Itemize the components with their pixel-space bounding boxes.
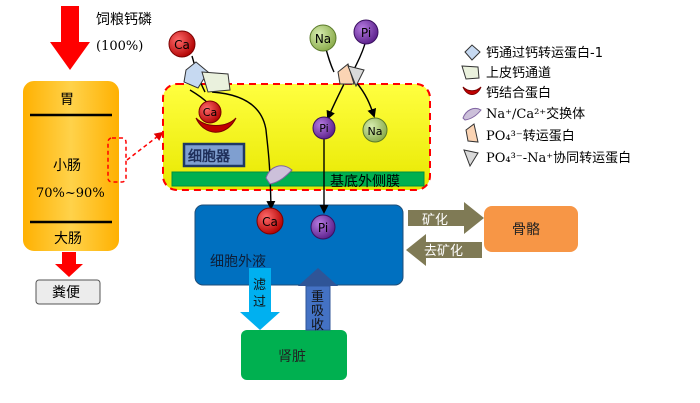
calbindin-icon <box>195 117 237 133</box>
po4-transporter-icon <box>465 123 479 143</box>
legend: 钙通过钙转运蛋白-1 上皮钙通道 钙结合蛋白 Na⁺/Ca²⁺交换体 PO₄³⁻… <box>461 44 631 168</box>
svg-text:上皮钙通道: 上皮钙通道 <box>486 66 551 81</box>
legend-item: PO₄³⁻-Na⁺协同转运蛋白 <box>463 149 631 168</box>
filtration-arrow <box>240 268 280 330</box>
ca-ion-ecf: Ca <box>256 207 284 235</box>
legend-item: PO₄³⁻转运蛋白 <box>465 123 575 144</box>
feed-label: 饲粮钙磷 <box>96 12 152 28</box>
small-intestine-label: 小肠 <box>53 158 81 174</box>
epithelial-ca-channel-icon <box>461 65 480 80</box>
filtration-label-2: 过 <box>253 295 266 310</box>
po4-na-cotransporter-icon <box>463 149 479 168</box>
feces-box <box>35 279 101 305</box>
basolateral-label: 基底外侧膜 <box>330 173 400 190</box>
bone-label: 骨骼 <box>512 222 540 238</box>
kidney-label: 肾脏 <box>278 349 306 365</box>
large-intestine-label: 大肠 <box>54 231 82 247</box>
absorption-percent: 70%~90% <box>36 186 105 201</box>
svg-text:Pi: Pi <box>361 26 371 40</box>
svg-text:Ca: Ca <box>262 215 278 229</box>
po4-na-cotransporter-icon <box>347 65 365 88</box>
legend-item: 钙通过钙转运蛋白-1 <box>464 44 603 61</box>
basolateral-membrane <box>171 171 425 187</box>
legend-item: Na⁺/Ca²⁺交换体 <box>462 106 585 122</box>
feed-percent: (100%) <box>96 39 143 54</box>
na-to-cytosol-path <box>355 81 377 118</box>
feces-label: 粪便 <box>52 285 80 301</box>
na-ion-apical: Na <box>309 24 337 52</box>
feces-arrow <box>55 252 83 277</box>
reabsorption-label-2: 吸 <box>311 304 324 319</box>
svg-text:Na⁺/Ca²⁺交换体: Na⁺/Ca²⁺交换体 <box>486 106 585 122</box>
zoom-connector <box>126 131 164 161</box>
extracellular-fluid <box>194 204 404 286</box>
stomach-label: 胃 <box>60 92 74 108</box>
svg-text:Pi: Pi <box>318 221 328 235</box>
na-ca-exchanger-icon <box>462 107 482 121</box>
reabsorption-label-3: 收 <box>311 318 324 333</box>
svg-text:Na: Na <box>368 125 383 138</box>
gut-column <box>21 79 121 253</box>
legend-item: 钙结合蛋白 <box>462 85 551 101</box>
ca-transport-protein-icon <box>464 44 481 61</box>
reabsorption-label-1: 重 <box>311 289 324 305</box>
bone-box <box>484 206 578 252</box>
filtration-label-1: 滤 <box>253 278 266 293</box>
pi-ion-apical: Pi <box>353 19 379 45</box>
organelle-box <box>182 142 246 168</box>
svg-text:Na: Na <box>315 32 331 46</box>
na-ca-exchanger-icon <box>265 165 293 185</box>
demineralization-label: 去矿化 <box>424 244 463 259</box>
pi-ion-cytosol: Pi <box>312 116 336 140</box>
svg-text:PO₄³⁻转运蛋白: PO₄³⁻转运蛋白 <box>486 128 575 144</box>
organelle-label: 细胞器 <box>188 148 231 165</box>
svg-text:钙通过钙转运蛋白-1: 钙通过钙转运蛋白-1 <box>486 45 603 61</box>
mineralization-arrow <box>408 202 484 234</box>
epithelial-ca-channel-icon <box>201 71 231 93</box>
ecf-label: 细胞外液 <box>210 254 266 270</box>
reabsorption-arrow <box>298 268 338 331</box>
mineralization-label: 矿化 <box>422 213 448 228</box>
calbindin-icon <box>462 86 482 95</box>
demineralization-arrow <box>406 234 482 266</box>
pi-ion-ecf: Pi <box>310 214 336 240</box>
feed-arrow <box>50 6 90 70</box>
svg-text:Ca: Ca <box>203 106 217 119</box>
legend-item: 上皮钙通道 <box>461 65 551 81</box>
svg-text:PO₄³⁻-Na⁺协同转运蛋白: PO₄³⁻-Na⁺协同转运蛋白 <box>486 150 631 166</box>
svg-text:钙结合蛋白: 钙结合蛋白 <box>486 85 551 101</box>
zoom-marker <box>107 137 127 183</box>
kidney-box <box>241 330 347 380</box>
na-ion-cytosol: Na <box>362 117 388 143</box>
ca-ion-apical: Ca <box>168 30 196 58</box>
po4-transporter-icon <box>337 63 355 85</box>
svg-text:Pi: Pi <box>319 122 328 135</box>
ca-ion-cytosol: Ca <box>198 100 222 124</box>
ca-transport-protein-icon <box>183 61 209 89</box>
svg-text:Ca: Ca <box>174 38 190 52</box>
